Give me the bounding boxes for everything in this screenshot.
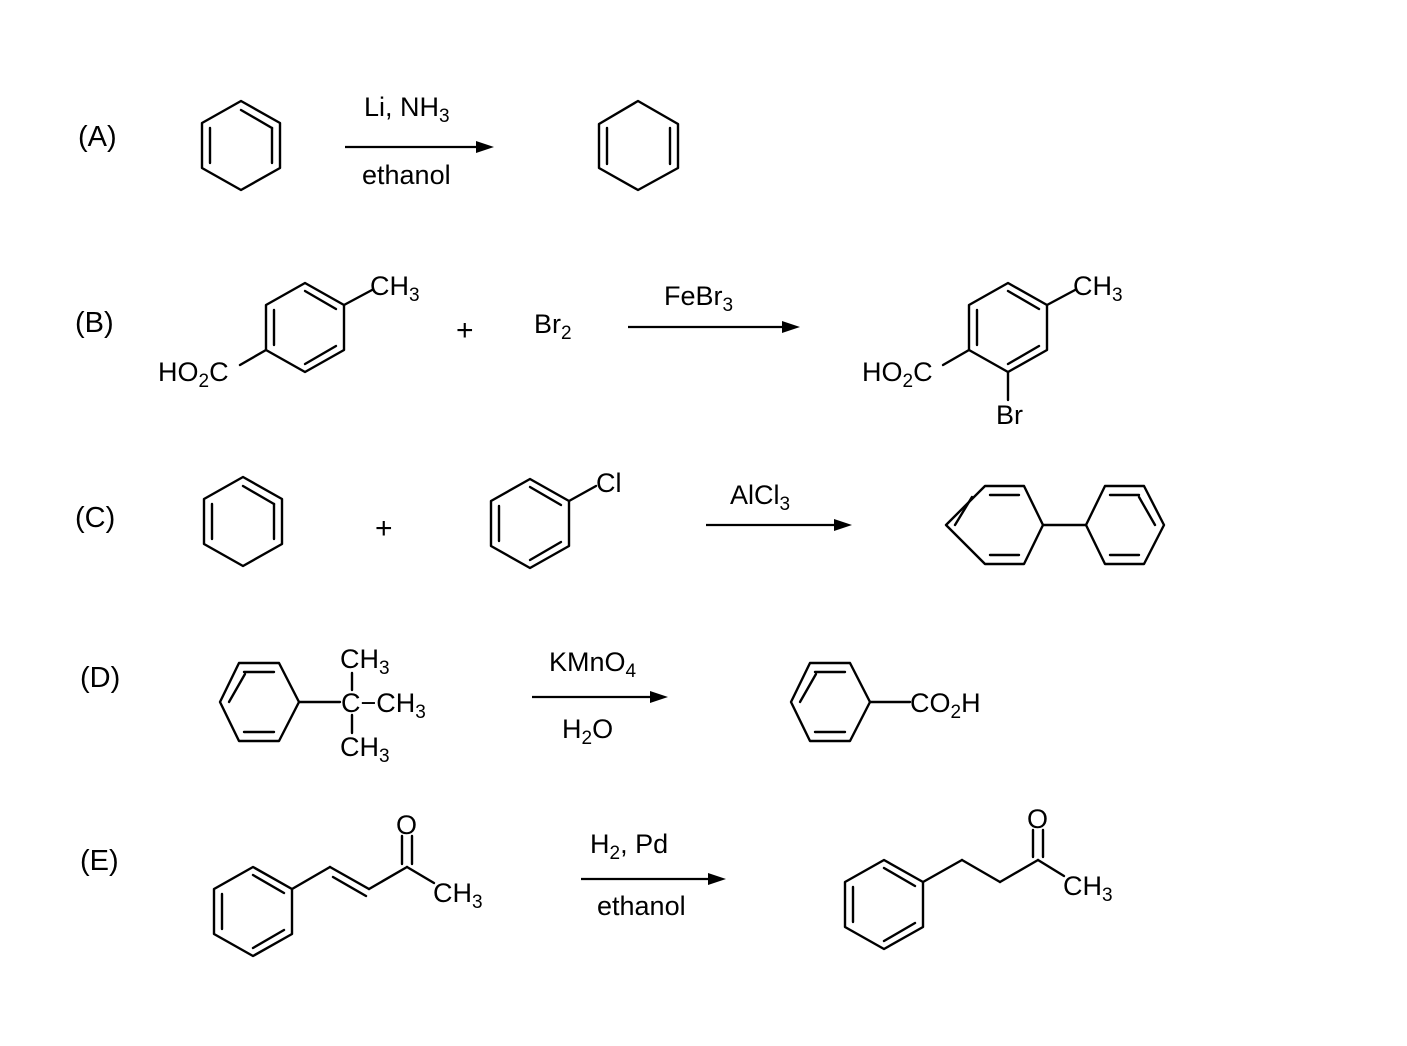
reaction-b-arrowhead (782, 321, 800, 333)
reaction-e-arrowhead (708, 873, 726, 885)
chloro-group: Cl (596, 468, 622, 498)
methyl-top: CH3 (340, 644, 390, 679)
benzylacetone (843, 828, 1066, 951)
reaction-c: (C) + Cl AlCl3 (75, 468, 1166, 570)
reaction-d: (D) CH3 C−CH3 CH3 KMnO4 H2O CO2H (80, 644, 981, 767)
reaction-e-reagent-below: ethanol (597, 891, 686, 921)
bromo-toluic-acid-ring (941, 281, 1077, 402)
reaction-c-label: (C) (75, 502, 115, 534)
quaternary-carbon: C−CH3 (341, 688, 426, 723)
plus-sign: + (375, 512, 393, 545)
methyl-group: CH3 (1063, 871, 1113, 906)
reaction-c-catalyst: AlCl3 (730, 480, 790, 515)
product-carboxyl-group: HO2C (862, 357, 933, 392)
reaction-d-solvent: H2O (562, 714, 613, 749)
benzene-ring (202, 475, 284, 568)
reaction-d-arrowhead (650, 691, 668, 703)
reaction-a-reagent-above: Li, NH3 (364, 92, 450, 127)
reaction-a-reagent-below: ethanol (362, 160, 451, 190)
reaction-a-arrowhead (476, 141, 494, 153)
benzoic-acid-ring (789, 661, 912, 743)
reaction-a-label: (A) (78, 121, 117, 153)
plus-sign: + (456, 314, 474, 347)
reaction-b-catalyst: FeBr3 (664, 281, 733, 316)
methyl-group: CH3 (433, 878, 483, 913)
carboxyl-group: HO2C (158, 357, 229, 392)
carbonyl-oxygen: O (396, 810, 417, 840)
bromine-reagent: Br2 (534, 309, 572, 344)
reaction-d-oxidant: KMnO4 (549, 647, 637, 682)
reaction-e: (E) O CH3 H2, Pd ethanol (80, 804, 1113, 958)
reaction-d-label: (D) (80, 662, 120, 694)
toluic-acid-ring (238, 281, 374, 374)
product-bromo-group: Br (996, 400, 1023, 430)
methyl-bottom: CH3 (340, 732, 390, 767)
reaction-a: (A) Li, NH3 ethanol (78, 92, 680, 192)
methyl-group: CH3 (370, 271, 420, 306)
reaction-c-arrowhead (834, 519, 852, 531)
carbonyl-oxygen: O (1027, 804, 1048, 834)
reaction-b: (B) CH3 HO2C + Br2 FeBr3 CH3 HO2C Br (75, 271, 1123, 430)
biphenyl (944, 484, 1166, 566)
tert-butylbenzene-ring (218, 661, 354, 743)
cyclohexadiene-ring (597, 99, 680, 192)
benzylideneacetone (212, 834, 436, 958)
carboxyl-group: CO2H (910, 688, 981, 723)
reaction-e-label: (E) (80, 845, 119, 877)
chlorobenzene-ring (489, 477, 598, 570)
reaction-b-label: (B) (75, 307, 114, 339)
reaction-e-reagent-above: H2, Pd (590, 829, 668, 864)
product-methyl-group: CH3 (1073, 271, 1123, 306)
benzene-ring (200, 99, 282, 192)
